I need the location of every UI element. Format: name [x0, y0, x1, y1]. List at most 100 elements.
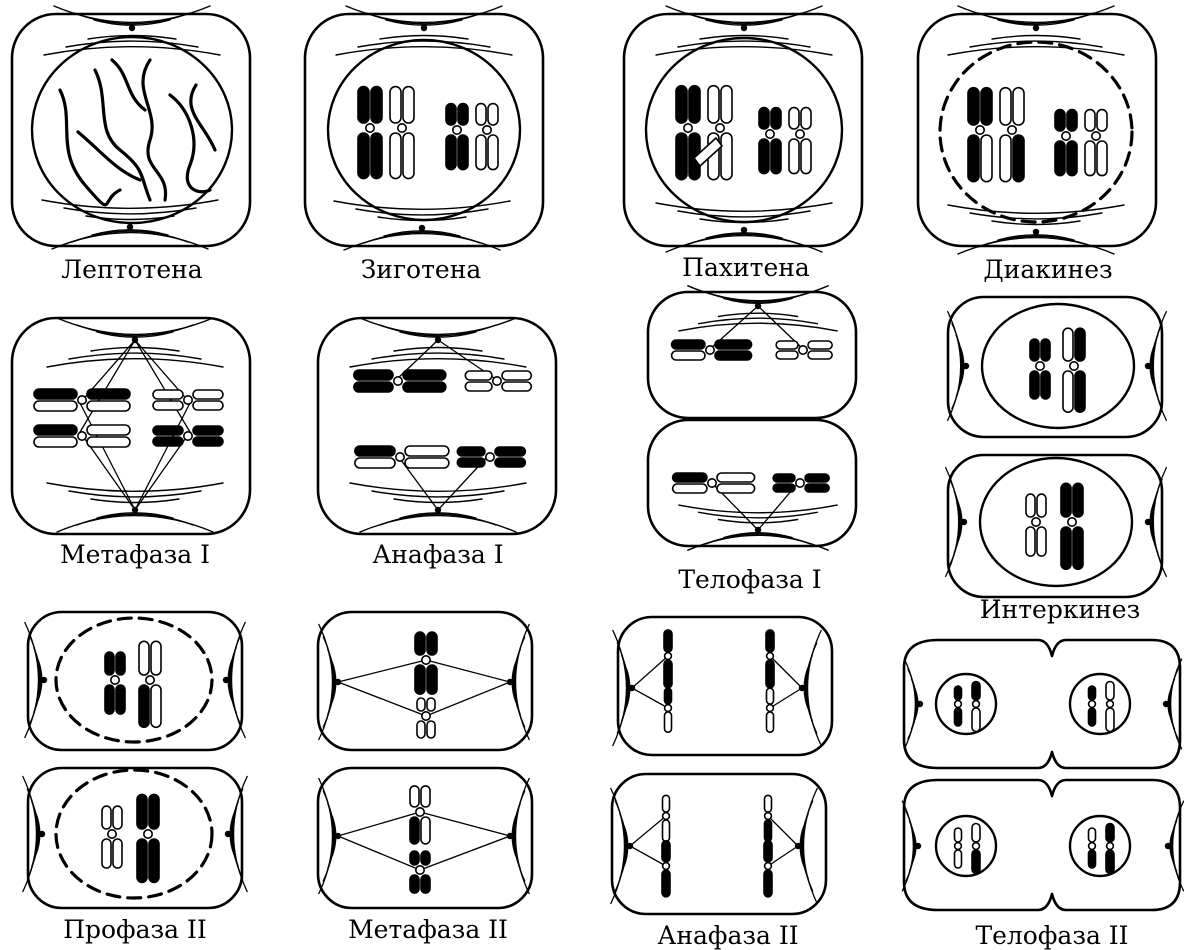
- aster-fiber: [514, 623, 530, 741]
- single-chromatid: [763, 819, 773, 843]
- chromatid-arm: [138, 684, 150, 729]
- aster-fiber: [43, 46, 221, 56]
- centromere: [183, 394, 194, 405]
- chromatid-arm: [192, 389, 224, 400]
- spindle-fiber: [629, 815, 667, 847]
- aster-fiber: [53, 5, 211, 24]
- chromatid-arm: [487, 102, 499, 126]
- chromatid-arm: [457, 134, 469, 171]
- chromatid-arm: [804, 473, 830, 483]
- single-chromatid: [763, 869, 773, 898]
- aster-fiber: [705, 232, 783, 239]
- chromatid-arm: [714, 350, 753, 361]
- aster-fiber: [717, 312, 799, 318]
- chromatid-arm: [414, 664, 426, 695]
- chromatid-arm: [1060, 482, 1072, 518]
- nuclear-envelope: [938, 40, 1134, 224]
- centromere: [763, 861, 773, 871]
- chromatid-arm: [389, 132, 402, 180]
- spindle-fiber: [767, 815, 799, 847]
- centromere: [420, 710, 431, 721]
- aster-fiber: [514, 777, 530, 895]
- single-chromatid: [1105, 849, 1115, 875]
- centromere: [764, 129, 775, 140]
- chromatid-arm: [409, 850, 420, 866]
- chromatid-arm: [445, 102, 457, 126]
- aster-fiber: [232, 775, 248, 893]
- aster-fiber: [345, 5, 503, 24]
- aster-fiber: [903, 658, 916, 750]
- chromatid-arm: [671, 472, 708, 483]
- aster-fiber: [68, 352, 202, 360]
- aster-fiber: [969, 212, 1103, 220]
- single-chromatid: [1087, 827, 1097, 843]
- single-chromatid: [953, 707, 963, 727]
- chromatid-arm: [104, 651, 115, 676]
- chromatid-arm: [456, 446, 486, 457]
- chromatid-arm: [416, 697, 426, 712]
- centromere: [77, 430, 88, 441]
- single-chromatid: [663, 687, 673, 705]
- chromatid-arm: [464, 381, 493, 392]
- chromatid-arm: [1012, 134, 1025, 183]
- chromatid-arm: [86, 436, 131, 448]
- chromatid-arm: [420, 874, 431, 894]
- chromatid-arm: [409, 874, 420, 894]
- chromatid-arm: [404, 457, 450, 469]
- centriole: [128, 24, 136, 32]
- label-zygotene: Зиготена: [361, 255, 482, 284]
- chromatid-arm: [1060, 526, 1072, 571]
- chromatid-arm: [999, 86, 1012, 126]
- nuclear-envelope: [934, 672, 998, 736]
- cell-membrane-dividing: [902, 638, 1182, 770]
- cell-membrane: [610, 772, 828, 916]
- aster-fiber: [705, 19, 783, 26]
- label-leptotene: Лептотена: [61, 255, 202, 284]
- chromatid-arm: [1029, 370, 1040, 400]
- chromatin-thread: [141, 58, 168, 202]
- chromatid-arm: [86, 424, 131, 436]
- chromatid-arm: [501, 370, 533, 381]
- centromere: [364, 123, 375, 134]
- aster-fiber: [96, 331, 174, 338]
- chromatid-arm: [775, 340, 799, 350]
- centromere: [1105, 841, 1115, 851]
- nuclear-envelope: [980, 302, 1136, 430]
- chromatid-arm: [804, 483, 830, 493]
- centromere: [763, 811, 773, 821]
- spindle-fiber: [419, 835, 511, 871]
- centriole: [740, 24, 748, 32]
- chromatid-arm: [800, 106, 812, 130]
- cell-interkinesis-bottom: [945, 453, 1167, 599]
- chromatid-arm: [86, 400, 131, 412]
- aster-fiber: [997, 19, 1075, 26]
- centromere: [77, 394, 88, 405]
- centromere: [484, 451, 495, 462]
- centromere: [481, 125, 492, 136]
- cell-interkinesis-top: [946, 295, 1167, 439]
- spindle-fiber: [337, 659, 427, 683]
- chromatid-arm: [1025, 526, 1036, 557]
- chromatid-arm: [1062, 370, 1074, 414]
- chromatid-arm: [999, 134, 1012, 183]
- cell-telophase-1-bottom: [646, 418, 858, 551]
- chromatid-arm: [475, 134, 487, 171]
- chromatid-arm: [409, 785, 420, 808]
- cell-membrane: [646, 290, 858, 420]
- aster-fiber: [997, 234, 1075, 241]
- cell-membrane: [916, 12, 1158, 248]
- centriole: [1032, 24, 1040, 32]
- aster-fiber: [379, 34, 469, 40]
- aster-fiber: [46, 358, 224, 368]
- centromere: [451, 125, 462, 136]
- single-chromatid: [663, 711, 673, 734]
- chromatid-arm: [456, 457, 486, 468]
- aster-fiber: [230, 621, 246, 739]
- chromatid-arm: [1072, 482, 1084, 518]
- chromatid-arm: [389, 85, 402, 124]
- chromatid-arm: [807, 340, 833, 350]
- centromere: [1067, 516, 1078, 527]
- centromere: [1091, 131, 1102, 142]
- single-chromatid: [953, 685, 963, 701]
